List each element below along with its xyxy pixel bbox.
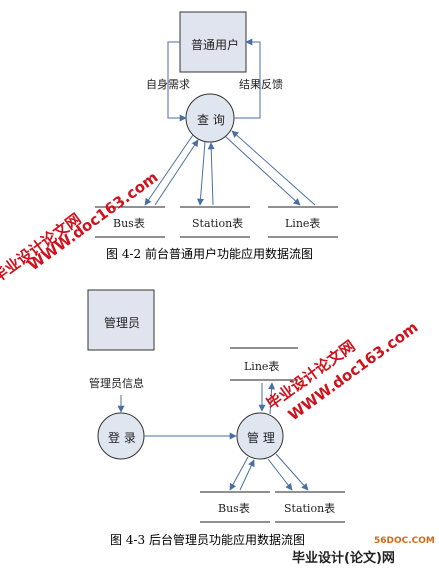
store2-label-bus: Bus表 — [218, 502, 250, 515]
flow-query-station-b — [207, 142, 215, 206]
flow-label-admin-info: 管理员信息 — [89, 377, 144, 390]
flow-manage-bus-b — [239, 459, 255, 491]
watermark-logo-big: 毕业设计(论文)网 — [292, 551, 395, 566]
entity-box-regular-user — [179, 11, 247, 73]
caption-fig-4-2: 图 4-2 前台普通用户功能应用数据流图 — [106, 247, 313, 261]
flow-arrow-need — [167, 41, 187, 122]
flow-query-station-a — [197, 141, 206, 206]
flow-manage-to-line — [268, 382, 276, 415]
flow-arrow-feedback — [234, 38, 261, 119]
flow-query-line-b — [231, 130, 316, 206]
flow-query-bus-b — [154, 139, 199, 206]
entity-label-admin: 管理员 — [104, 316, 141, 330]
flow-manage-station-a — [267, 458, 293, 491]
flow-manage-bus-a — [229, 456, 249, 491]
process-label-query: 查 询 — [197, 113, 225, 127]
store-label-line: Line表 — [285, 217, 321, 230]
flow-manage-station-b — [275, 453, 309, 491]
watermark-logo-small: 56DOC.COM — [374, 536, 435, 546]
process-circle-manage — [236, 412, 284, 460]
caption-fig-4-3: 图 4-3 后台管理员功能应用数据流图 — [110, 533, 305, 547]
flow-query-bus-a — [144, 134, 194, 206]
store-label-bus: Bus表 — [113, 217, 145, 230]
flow-query-line-a — [225, 136, 301, 206]
flow-label-need: 自身需求 — [146, 78, 190, 91]
store-label-station: Station表 — [192, 217, 244, 230]
entity-box-admin — [87, 289, 155, 351]
entity-label-regular-user: 普通用户 — [191, 38, 240, 52]
store2-label-station: Station表 — [284, 502, 336, 515]
store2-label-line: Line表 — [244, 360, 280, 373]
process-label-manage: 管 理 — [247, 431, 275, 445]
process-label-login: 登 录 — [108, 431, 136, 445]
flow-label-feedback: 结果反馈 — [239, 78, 283, 91]
